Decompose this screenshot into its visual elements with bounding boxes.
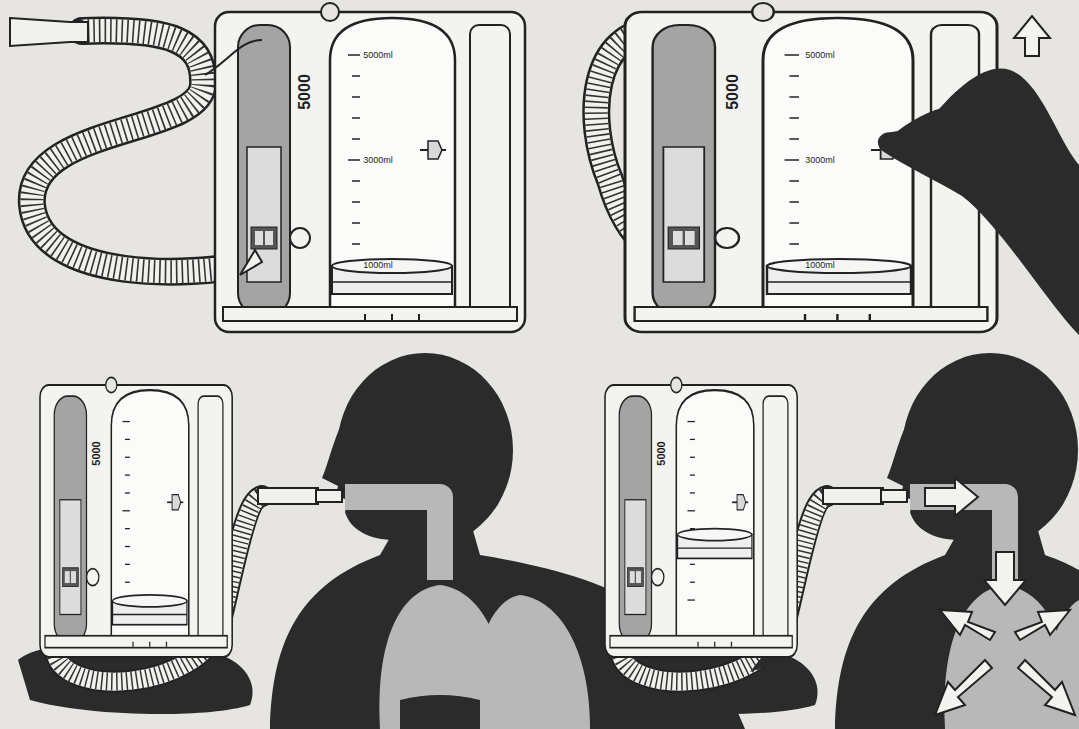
scale-label: 5000ml: [363, 51, 393, 60]
scale-label: 3000ml: [805, 156, 835, 165]
capacity-mark: 5000: [90, 441, 101, 465]
capacity-mark: 5000: [297, 74, 313, 110]
scale-label: 1000ml: [363, 261, 393, 270]
scale-label: 5000ml: [805, 51, 835, 60]
capacity-mark: 5000: [725, 74, 741, 110]
scale-label: 3000ml: [363, 156, 393, 165]
capacity-mark: 5000: [655, 441, 666, 465]
scale-label: 1000ml: [805, 261, 835, 270]
